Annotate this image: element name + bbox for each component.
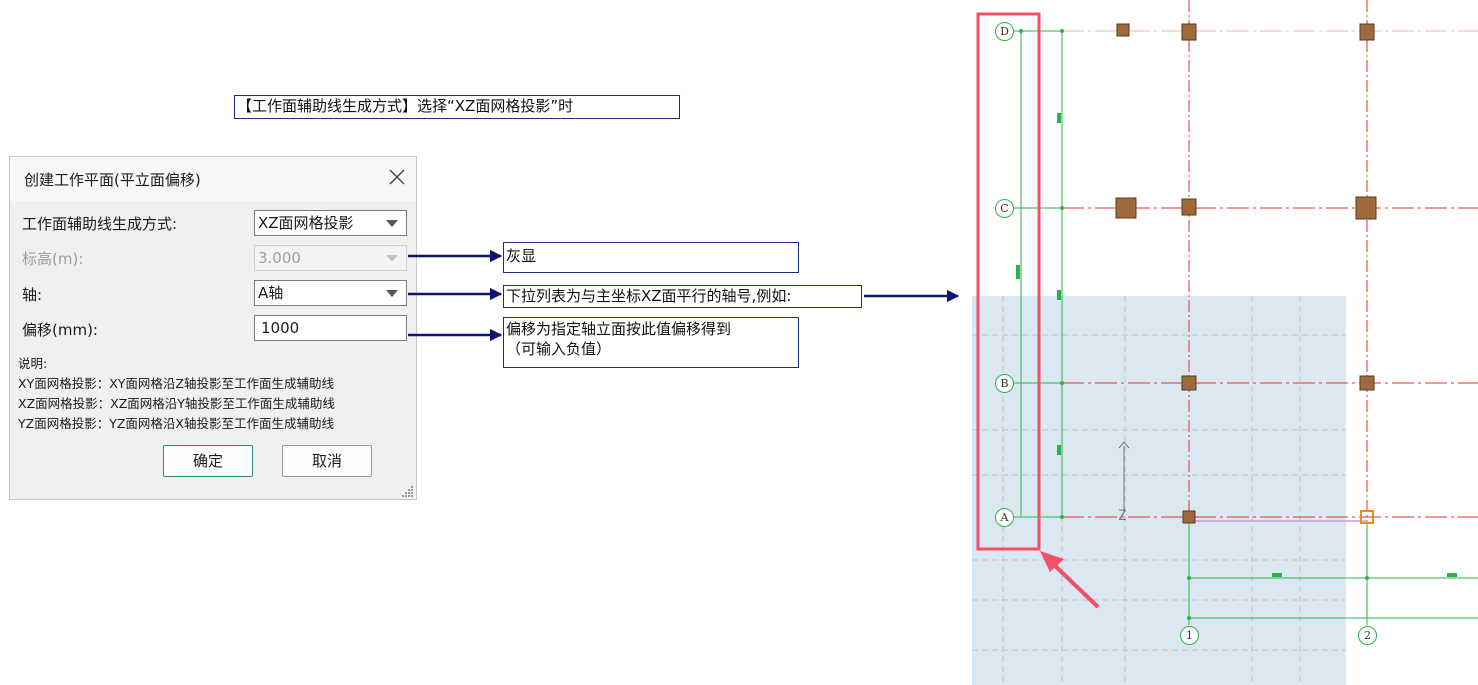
create-workplane-dialog: 创建工作平面(平立面偏移) 工作面辅助线生成方式: XZ面网格投影 标高(m):… bbox=[9, 156, 417, 500]
close-icon[interactable] bbox=[386, 166, 408, 188]
note-xy: XY面网格投影：XY面网格沿Z轴投影至工作面生成辅助线 bbox=[18, 376, 334, 391]
highlight-arrow-shaft bbox=[1048, 559, 1100, 609]
axis-bubble-1[interactable]: 1 bbox=[1180, 626, 1199, 645]
notes-header: 说明: bbox=[18, 356, 48, 371]
workplane-area bbox=[972, 296, 1346, 685]
resize-grip-icon[interactable] bbox=[400, 483, 414, 497]
chevron-down-icon bbox=[386, 220, 398, 227]
mode-select-value: XZ面网格投影 bbox=[258, 214, 354, 232]
offset-label: 偏移(mm): bbox=[22, 321, 98, 339]
annotation-elevation: 灰显 bbox=[503, 242, 799, 273]
annotation-offset: 偏移为指定轴立面按此值偏移得到 （可输入负值） bbox=[503, 317, 799, 368]
annotation-axis: 下拉列表为与主坐标XZ面平行的轴号,例如: bbox=[503, 285, 862, 308]
annotation-offset-line1: 偏移为指定轴立面按此值偏移得到 bbox=[506, 320, 732, 338]
elevation-label: 标高(m): bbox=[22, 250, 84, 268]
top-caption: 【工作面辅助线生成方式】选择“XZ面网格投影”时 bbox=[234, 95, 680, 119]
note-xz: XZ面网格投影：XZ面网格沿Y轴投影至工作面生成辅助线 bbox=[18, 396, 335, 411]
dialog-title: 创建工作平面(平立面偏移) bbox=[24, 171, 201, 189]
chevron-down-icon bbox=[386, 290, 398, 297]
ucs-z-label: Z bbox=[1118, 508, 1127, 524]
elevation-select: 3.000 bbox=[254, 245, 407, 271]
axis-select[interactable]: A轴 bbox=[254, 280, 407, 306]
offset-input[interactable]: 1000 bbox=[254, 315, 407, 341]
axis-label: 轴: bbox=[22, 286, 43, 304]
axis-bubble-D[interactable]: D bbox=[995, 22, 1014, 41]
cad-drawing bbox=[972, 0, 1478, 685]
workplane-grid bbox=[972, 296, 1346, 685]
axis-bubble-C[interactable]: C bbox=[995, 199, 1014, 218]
note-yz: YZ面网格投影：YZ面网格沿X轴投影至工作面生成辅助线 bbox=[18, 416, 334, 431]
axis-bubble-A[interactable]: A bbox=[995, 508, 1014, 527]
ok-button[interactable]: 确定 bbox=[163, 445, 253, 477]
mode-select[interactable]: XZ面网格投影 bbox=[254, 210, 407, 236]
ucs-icon bbox=[1118, 441, 1130, 512]
mode-label: 工作面辅助线生成方式: bbox=[22, 215, 178, 233]
green-axis-lines bbox=[1013, 30, 1478, 625]
cad-viewport[interactable]: D C B A 1 2 Z bbox=[960, 0, 1478, 685]
highlight-rect bbox=[976, 12, 1041, 551]
columns bbox=[1115, 23, 1377, 524]
axis-bubble-B[interactable]: B bbox=[995, 374, 1014, 393]
dialog-title-bar: 创建工作平面(平立面偏移) bbox=[10, 157, 416, 201]
highlight-arrow-head bbox=[1040, 551, 1064, 572]
axis-select-value: A轴 bbox=[258, 284, 284, 302]
annotation-offset-line2: （可输入负值） bbox=[506, 340, 612, 358]
elevation-select-value: 3.000 bbox=[258, 249, 301, 267]
cancel-button[interactable]: 取消 bbox=[282, 445, 372, 477]
chevron-down-icon bbox=[386, 255, 398, 262]
axis-bubble-2[interactable]: 2 bbox=[1358, 626, 1377, 645]
